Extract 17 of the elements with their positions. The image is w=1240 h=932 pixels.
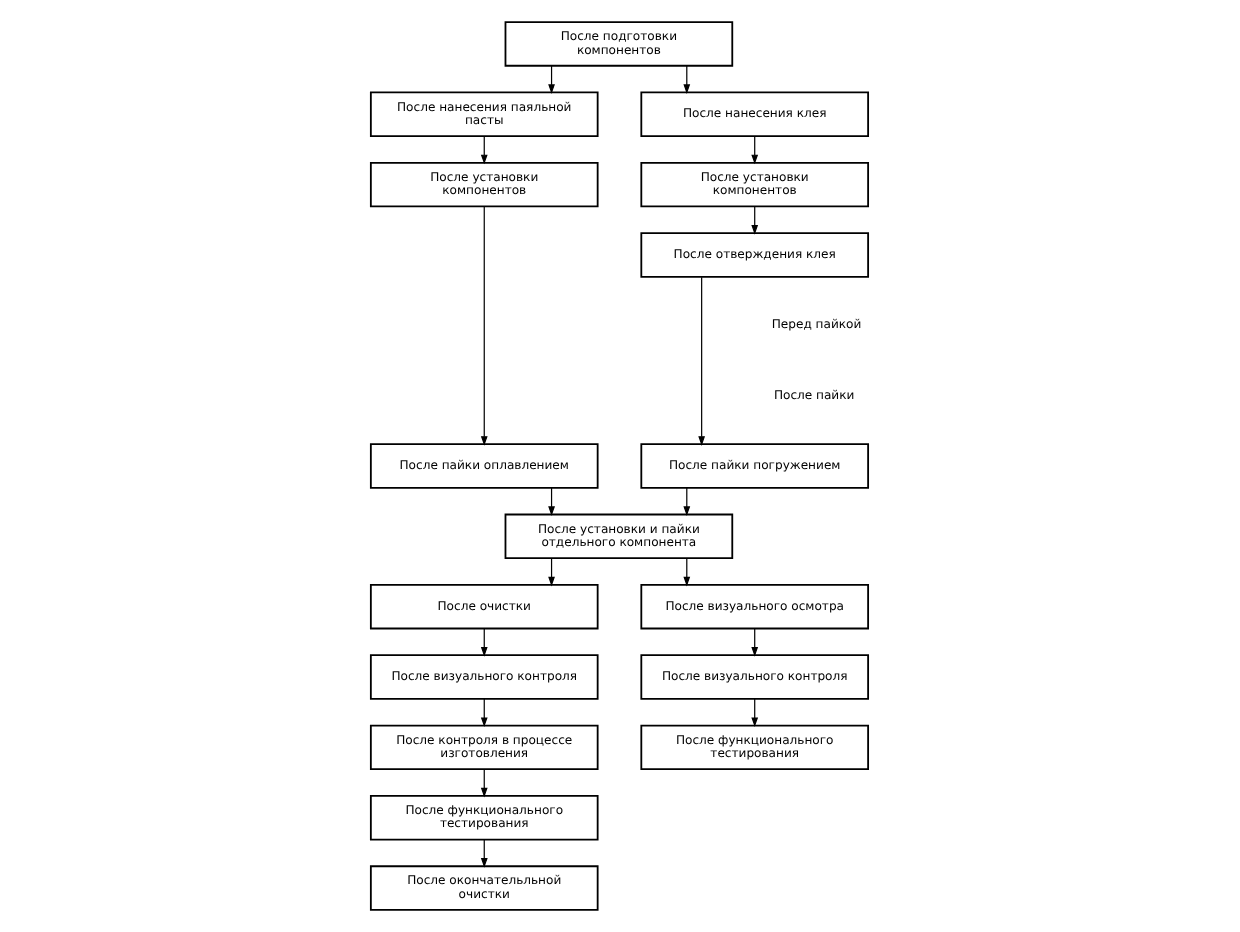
arrow — [682, 487, 690, 517]
arrow — [547, 65, 554, 94]
arrow — [750, 205, 758, 235]
arrow — [750, 135, 758, 165]
arrow — [547, 557, 554, 587]
arrow — [479, 839, 487, 868]
arrow — [547, 487, 554, 517]
arrow — [479, 698, 487, 728]
arrow — [682, 65, 690, 94]
arrow — [479, 768, 487, 798]
arrow — [479, 206, 487, 446]
arrow — [479, 627, 487, 657]
arrow — [697, 276, 705, 446]
arrow — [479, 135, 487, 165]
arrow — [750, 627, 758, 657]
arrow — [682, 557, 690, 587]
arrow — [750, 698, 758, 728]
